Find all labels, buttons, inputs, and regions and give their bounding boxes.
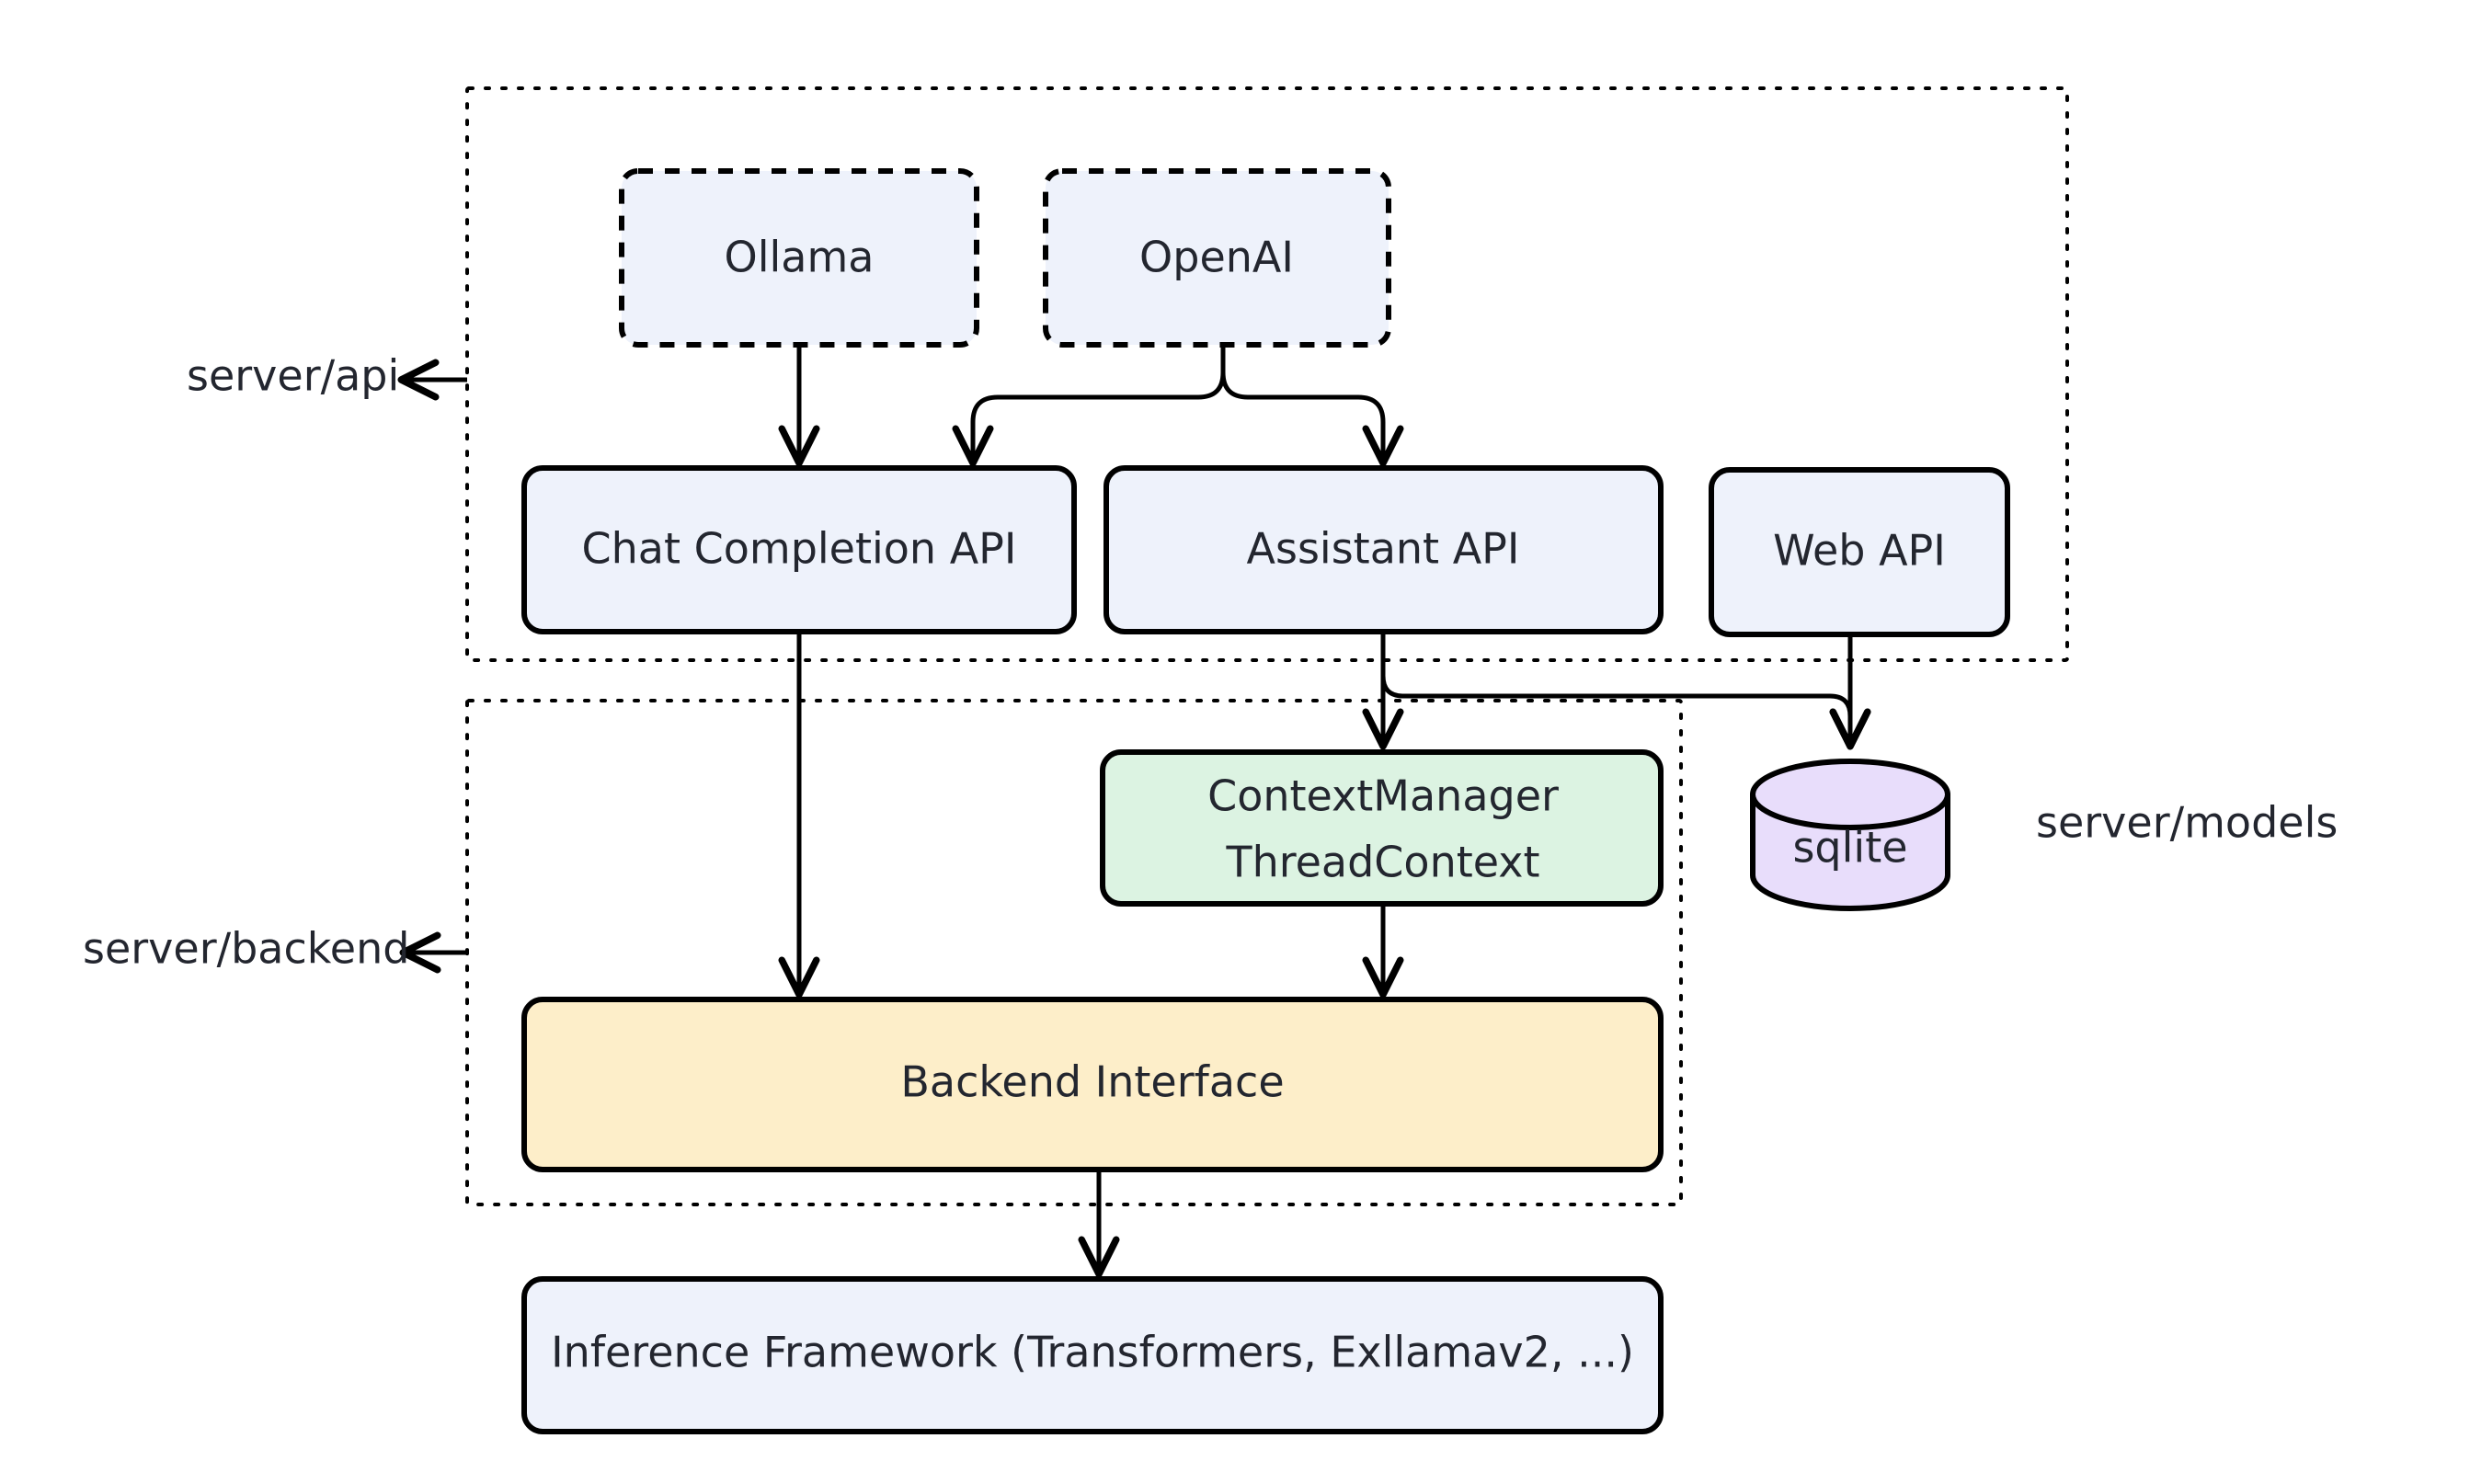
group-container-server-api xyxy=(465,86,2069,662)
node-web-api[interactable]: Web API xyxy=(1709,467,2010,637)
node-assistant-api-shape xyxy=(1103,465,1664,634)
node-context-manager-label-line1: ContextManager xyxy=(1207,771,1559,821)
node-ollama-shape xyxy=(619,168,979,348)
edge-openai-to-assistant-api xyxy=(1220,345,1404,467)
node-backend-interface[interactable]: Backend Interface xyxy=(521,997,1664,1172)
node-backend-interface-shape xyxy=(521,997,1664,1172)
node-chat-completion-api-label: Chat Completion API xyxy=(582,524,1017,574)
node-context-manager-label-line2: ThreadContext xyxy=(1225,838,1539,887)
node-context-manager[interactable]: ContextManager ThreadContext xyxy=(1100,749,1664,907)
node-assistant-api-label: Assistant API xyxy=(1247,524,1520,574)
edge-openai-to-chat-completion-api xyxy=(952,345,1226,467)
group-label-server-api: server/api xyxy=(187,351,399,401)
node-backend-interface-label: Backend Interface xyxy=(900,1057,1284,1107)
node-openai-shape xyxy=(1043,168,1391,348)
node-sqlite-top xyxy=(1750,759,1950,830)
node-sqlite[interactable]: sqlite xyxy=(1750,759,1950,911)
node-chat-completion-api[interactable]: Chat Completion API xyxy=(521,465,1077,634)
node-inference-framework-label: Inference Framework (Transformers, Exlla… xyxy=(551,1328,1634,1377)
node-openai[interactable]: OpenAI xyxy=(1043,168,1391,348)
node-ollama-label: Ollama xyxy=(725,233,875,282)
node-ollama[interactable]: Ollama xyxy=(619,168,979,348)
node-context-manager-shape xyxy=(1100,749,1664,907)
node-openai-label: OpenAI xyxy=(1139,233,1294,282)
node-assistant-api[interactable]: Assistant API xyxy=(1103,465,1664,634)
node-sqlite-label: sqlite xyxy=(1792,823,1907,873)
node-chat-completion-api-shape xyxy=(521,465,1077,634)
edge-assistant-api-to-sqlite xyxy=(1380,632,1871,750)
node-inference-framework[interactable]: Inference Framework (Transformers, Exlla… xyxy=(521,1276,1664,1434)
group-label-server-backend: server/backend xyxy=(83,924,409,974)
group-label-server-models: server/models xyxy=(2036,798,2338,848)
node-inference-framework-shape xyxy=(521,1276,1664,1434)
node-web-api-shape xyxy=(1709,467,2010,637)
node-web-api-label: Web API xyxy=(1773,526,1946,576)
